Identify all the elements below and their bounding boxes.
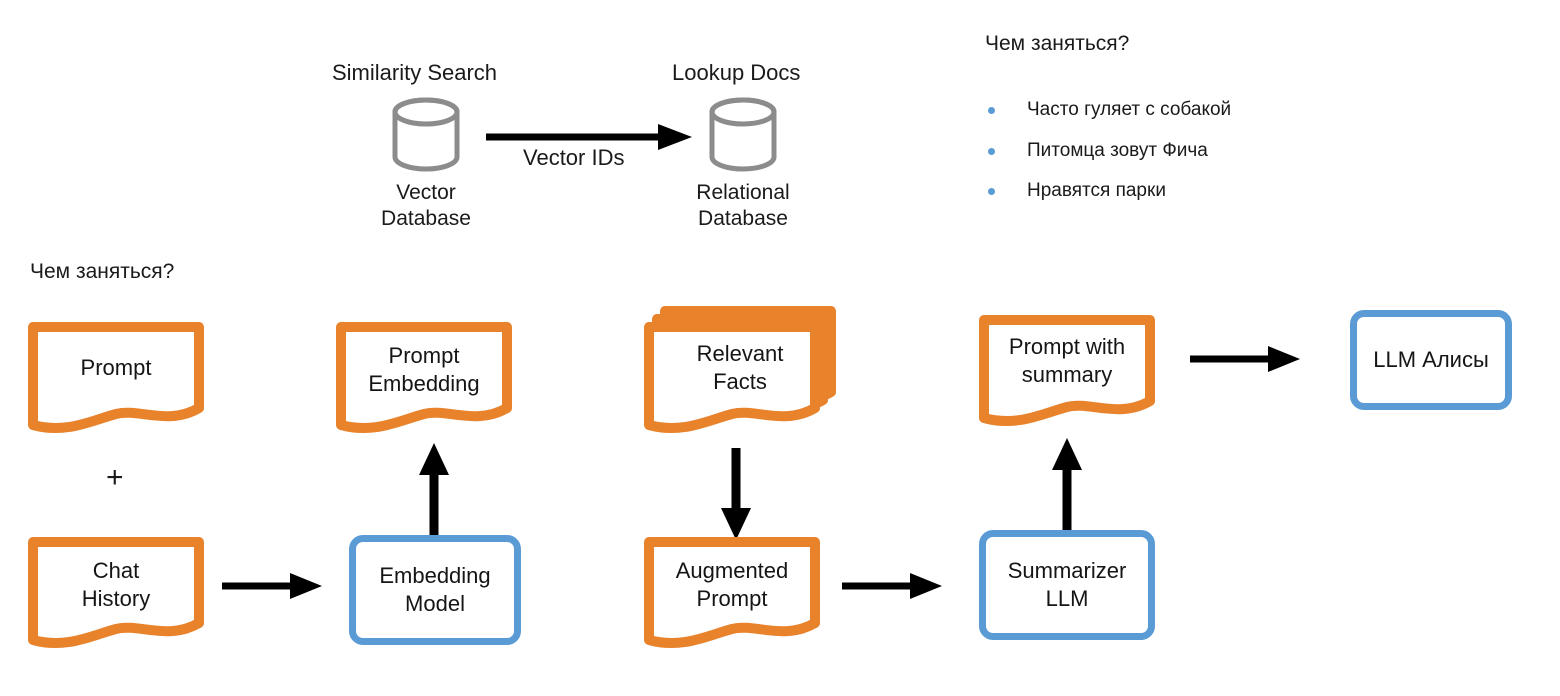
similarity-search-label: Similarity Search <box>332 60 498 85</box>
arrow-augmented-prompt-to-summarizer-llm <box>842 572 942 600</box>
node-prompt[interactable]: Prompt <box>28 322 204 434</box>
arrow-embedding-model-to-prompt-embedding <box>418 443 450 535</box>
facts-bullet-item: Нравятся парки <box>988 180 1166 202</box>
relational-database-icon: Relational Database <box>696 96 790 230</box>
node-augmented-prompt[interactable]: Augmented Prompt <box>644 537 820 649</box>
facts-bullet-item: Питомца зовут Фича <box>988 140 1208 162</box>
vector-database-caption-line2: Database <box>381 207 471 230</box>
facts-bullet-text: Нравятся парки <box>1027 180 1166 201</box>
node-embedding-model-label-line1: Embedding <box>379 563 491 588</box>
facts-bullet-item: Часто гуляет с собакой <box>988 99 1231 121</box>
node-relevant-facts[interactable]: Relevant Facts <box>644 306 836 436</box>
node-alice-llm-label: LLM Алисы <box>1373 347 1489 372</box>
bullet-dot-icon <box>988 147 995 155</box>
arrow-prompt-with-summary-to-alice-llm <box>1190 345 1300 373</box>
bullet-dot-icon <box>988 106 995 114</box>
pipeline-user-question: Чем заняться? <box>30 260 175 283</box>
node-prompt-embedding[interactable]: Prompt Embedding <box>336 322 512 434</box>
facts-bullet-text: Питомца зовут Фича <box>1027 140 1208 161</box>
vector-ids-label: Vector IDs <box>523 145 625 170</box>
vector-database-icon: Vector Database <box>381 96 471 230</box>
node-chat-history[interactable]: Chat History <box>28 537 204 649</box>
relational-database-caption-line2: Database <box>698 207 788 230</box>
arrow-summarizer-llm-to-prompt-with-summary <box>1051 438 1083 530</box>
plus-symbol: + <box>106 461 124 494</box>
vector-database-caption-line1: Vector <box>396 181 456 204</box>
node-summarizer-llm-label-line2: LLM <box>1045 586 1089 611</box>
relational-database-caption-line1: Relational <box>696 181 790 204</box>
node-summarizer-llm-label-line1: Summarizer <box>1007 558 1127 583</box>
bullet-dot-icon <box>988 187 995 195</box>
lookup-docs-label: Lookup Docs <box>672 60 801 85</box>
arrow-relevant-facts-to-augmented-prompt <box>720 448 752 540</box>
node-embedding-model[interactable]: Embedding Model <box>349 535 521 645</box>
node-summarizer-llm[interactable]: Summarizer LLM <box>979 530 1155 640</box>
node-prompt-with-summary[interactable]: Prompt with summary <box>979 315 1155 427</box>
facts-panel-question: Чем заняться? <box>985 32 1130 55</box>
facts-bullet-text: Часто гуляет с собакой <box>1027 99 1232 120</box>
node-embedding-model-label-line2: Model <box>405 591 465 616</box>
vector-ids-arrow <box>486 122 692 152</box>
node-alice-llm[interactable]: LLM Алисы <box>1350 310 1512 410</box>
arrow-chat-history-to-embedding-model <box>222 572 322 600</box>
